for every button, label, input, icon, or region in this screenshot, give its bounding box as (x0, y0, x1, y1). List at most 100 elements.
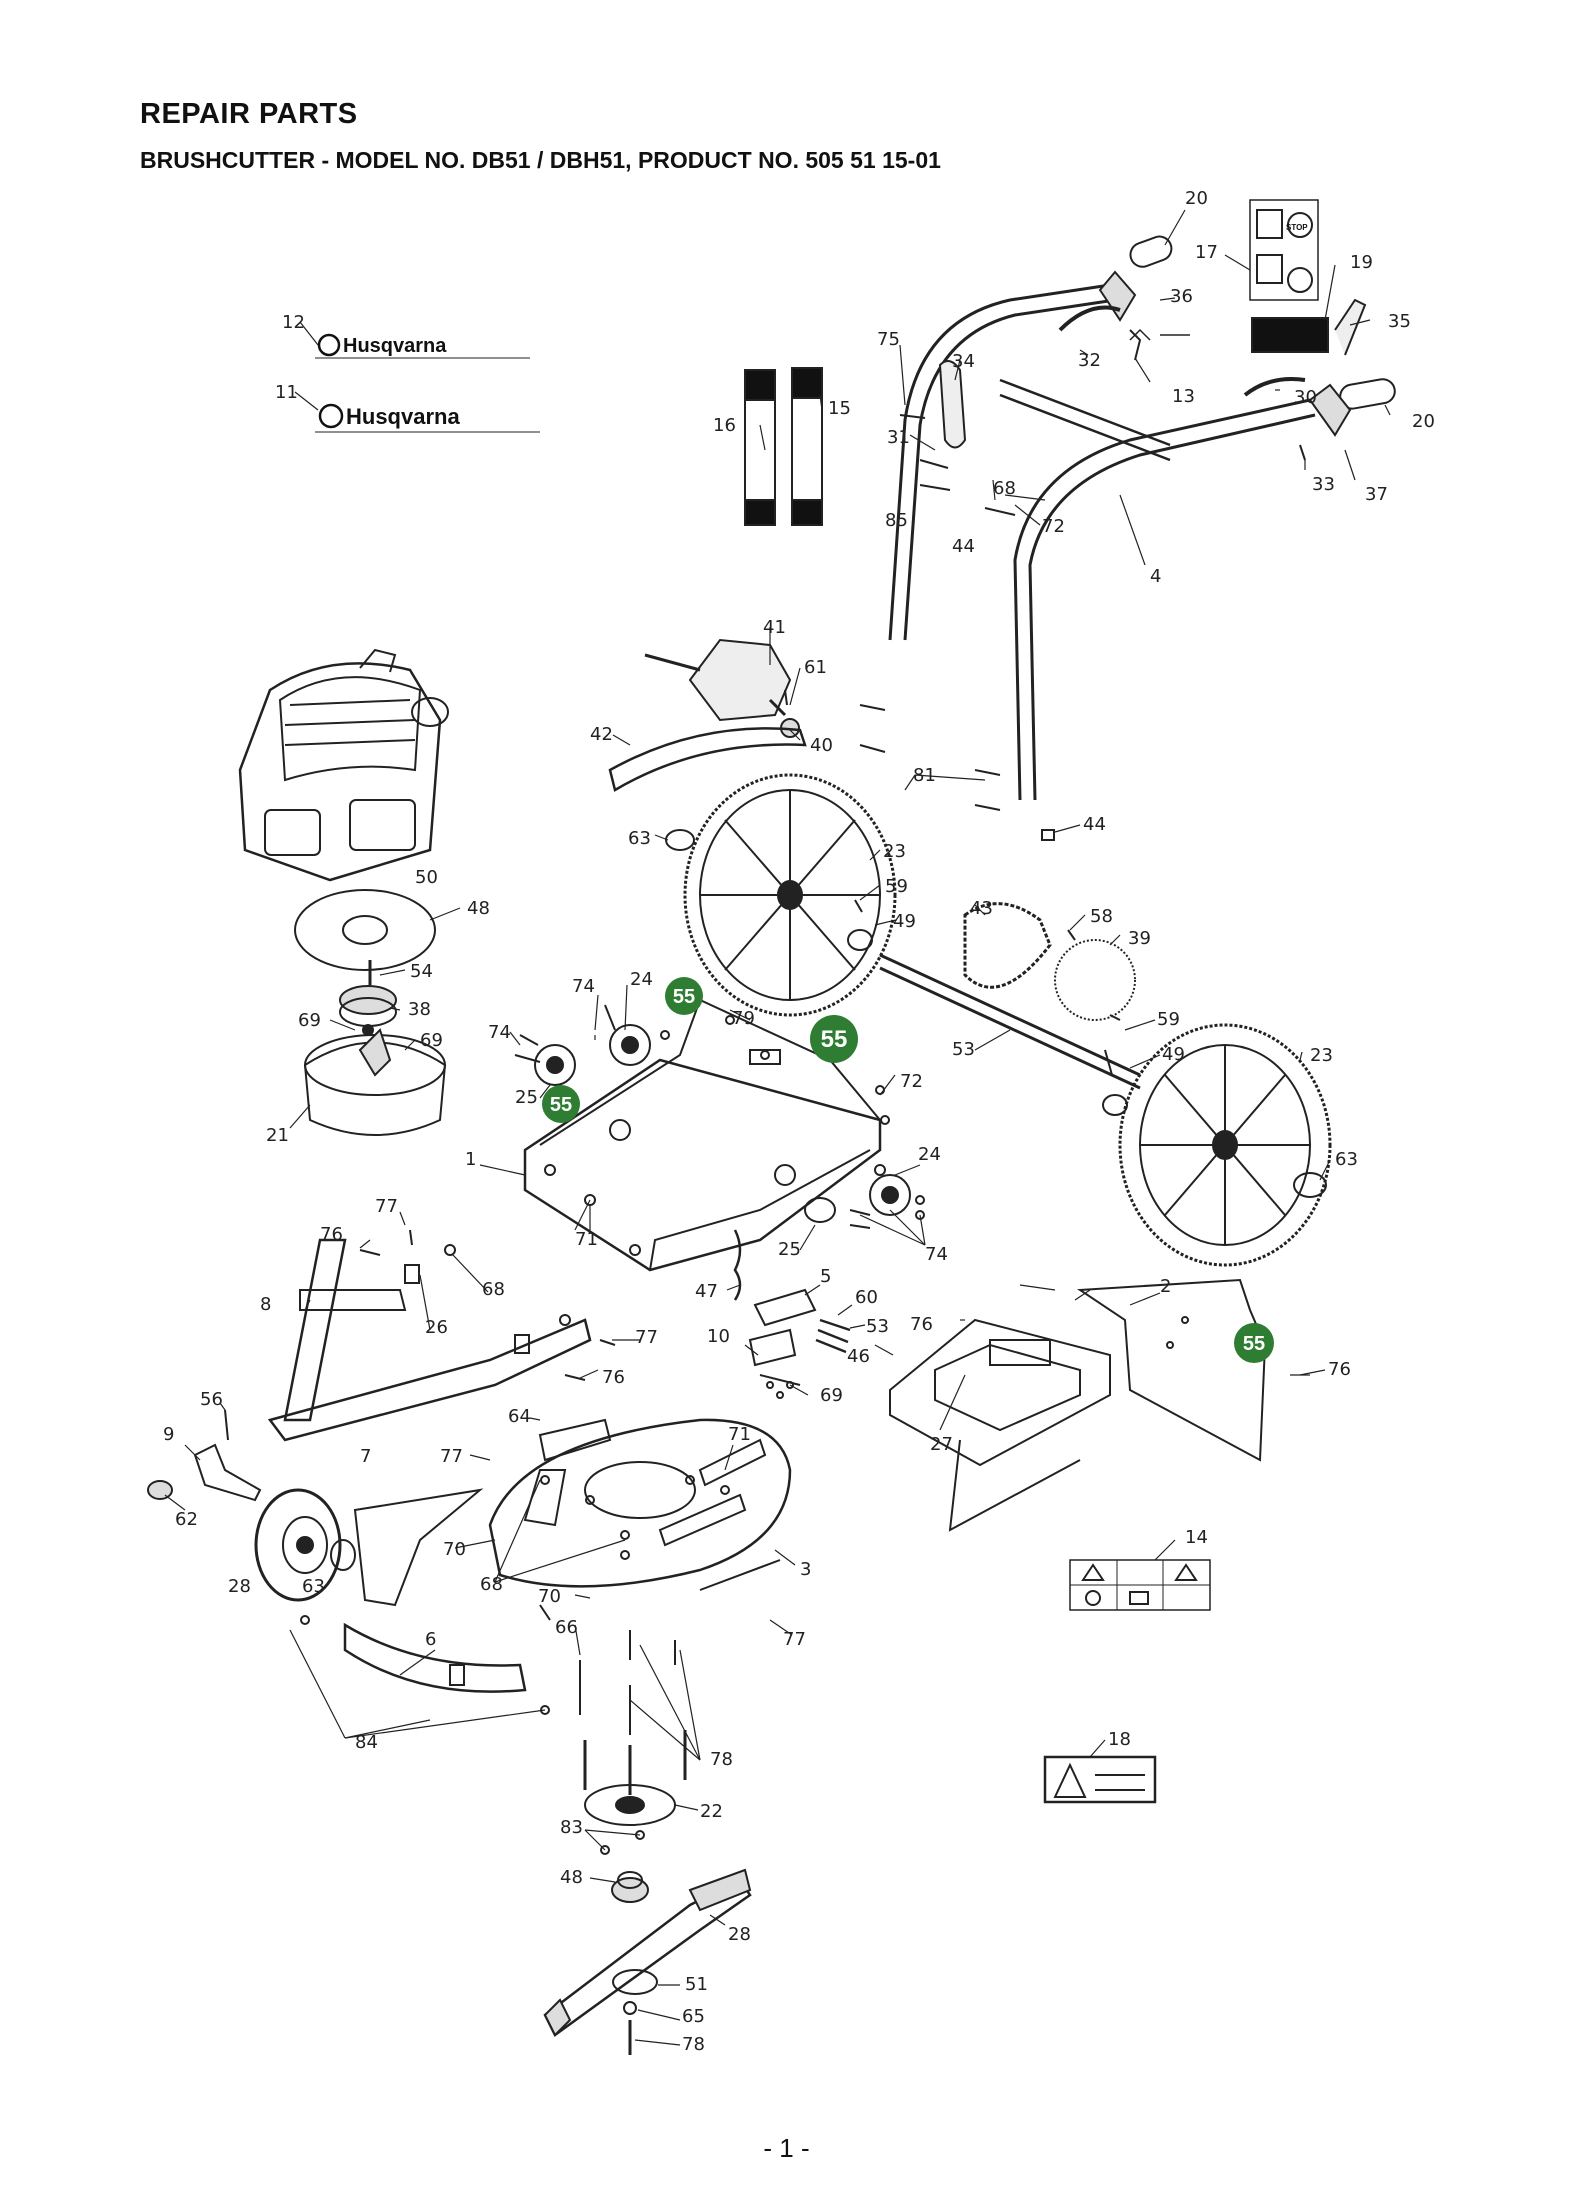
label-38: 38 (408, 999, 431, 1020)
label-46: 46 (847, 1346, 870, 1367)
badge-55-c: 55 (542, 1085, 580, 1123)
label-15: 15 (828, 398, 851, 419)
label-13: 13 (1172, 386, 1195, 407)
label-51: 50 (415, 867, 438, 888)
label-58: 58 (1090, 906, 1113, 927)
label-29: 28 (228, 1576, 251, 1597)
label-76b: 76 (1328, 1359, 1351, 1380)
label-62: 62 (175, 1509, 198, 1530)
gearbox (608, 638, 807, 792)
label-7: 7 (360, 1446, 371, 1467)
label-36: 36 (1170, 286, 1193, 307)
blade-assembly (543, 1630, 752, 2055)
label-68: 68 (482, 1279, 505, 1300)
label-48: 48 (467, 898, 490, 919)
label-72: 72 (900, 1071, 923, 1092)
label-80: 78 (710, 1749, 733, 1770)
label-30: 30 (1294, 387, 1317, 408)
label-74c: 74 (925, 1244, 948, 1265)
label-27: 27 (930, 1434, 953, 1455)
label-53: 53 (952, 1039, 975, 1060)
label-67: 68 (993, 478, 1016, 499)
badge-55-b: 55 (810, 1015, 858, 1063)
small-wheel (147, 1443, 356, 1602)
label-75: 75 (877, 329, 900, 350)
logo-text-11: Husqvarna (346, 404, 460, 429)
label-70b: 70 (538, 1586, 561, 1607)
label-74b: 74 (488, 1022, 511, 1043)
front-wheel (1118, 1023, 1332, 1267)
label-4: 4 (1150, 566, 1161, 587)
engine-pulleys (294, 889, 447, 1136)
label-65: 65 (682, 2006, 705, 2027)
label-79d: 77 (783, 1629, 806, 1650)
label-79: 77 (375, 1196, 398, 1217)
svg-text:55: 55 (673, 986, 695, 1008)
label-66: 66 (555, 1617, 578, 1638)
chassis-frame (514, 998, 925, 1301)
label-56: 54 (410, 961, 433, 982)
label-33: 33 (1312, 474, 1335, 495)
label-12: 12 (282, 312, 305, 333)
label-34: 34 (952, 351, 975, 372)
label-25: 25 (515, 1087, 538, 1108)
label-49: 48 (560, 1867, 583, 1888)
label-21: 21 (266, 1125, 289, 1146)
label-40: 40 (810, 735, 833, 756)
label-35: 35 (1388, 311, 1411, 332)
label-37: 37 (1365, 484, 1388, 505)
label-11: 11 (275, 382, 298, 403)
highlight-badges: 55 55 55 55 (542, 977, 1274, 1363)
label-52: 51 (685, 1974, 708, 1995)
label-85: 85 (885, 510, 908, 531)
husqvarna-logo-12: Husqvarna (317, 333, 447, 357)
svg-text:55: 55 (550, 1094, 572, 1116)
label-59b: 59 (1157, 1009, 1180, 1030)
label-79b: 77 (635, 1327, 658, 1348)
label-63c: 63 (302, 1576, 325, 1597)
badge-55-a: 55 (665, 977, 703, 1015)
front-axle-bar (224, 1229, 616, 1442)
label-18: 18 (1108, 1729, 1131, 1750)
label-71b: 71 (728, 1424, 751, 1445)
leader-lines (164, 209, 1391, 2046)
label-81: 81 (913, 765, 936, 786)
label-43: 43 (970, 898, 993, 919)
label-84: 84 (355, 1732, 378, 1753)
cutting-deck (488, 1418, 792, 1591)
svg-text:55: 55 (821, 1026, 848, 1053)
label-6: 6 (425, 1629, 436, 1650)
label-5: 5 (820, 1266, 831, 1287)
label-73: 72 (1042, 516, 1065, 537)
label-24b: 24 (918, 1144, 941, 1165)
decals-top (315, 199, 1329, 526)
handle-assembly (859, 235, 1396, 841)
label-20b: 20 (1412, 411, 1435, 432)
label-10: 10 (707, 1326, 730, 1347)
label-24: 24 (630, 969, 653, 990)
label-78: 76 (320, 1224, 343, 1245)
label-26: 26 (425, 1317, 448, 1338)
label-9: 9 (163, 1424, 174, 1445)
page-subtitle: BRUSHCUTTER - MODEL NO. DB51 / DBH51, PR… (140, 147, 941, 173)
label-47: 47 (695, 1281, 718, 1302)
label-82: 79 (732, 1008, 755, 1029)
badge-55-d: 55 (1234, 1323, 1274, 1363)
label-69c: 69 (820, 1385, 843, 1406)
label-45: 44 (952, 536, 975, 557)
label-79c: 77 (440, 1446, 463, 1467)
label-63: 63 (628, 828, 651, 849)
label-20: 20 (1185, 188, 1208, 209)
svg-text:55: 55 (1243, 1333, 1265, 1355)
label-32: 32 (1078, 350, 1101, 371)
label-25b: 25 (778, 1239, 801, 1260)
page-title: REPAIR PARTS (140, 98, 358, 130)
logo-text-12: Husqvarna (343, 335, 447, 357)
label-22: 22 (700, 1801, 723, 1822)
label-16: 16 (713, 415, 736, 436)
label-60: 60 (855, 1287, 878, 1308)
label-63b: 63 (1335, 1149, 1358, 1170)
label-3: 3 (800, 1559, 811, 1580)
label-59: 59 (885, 876, 908, 897)
